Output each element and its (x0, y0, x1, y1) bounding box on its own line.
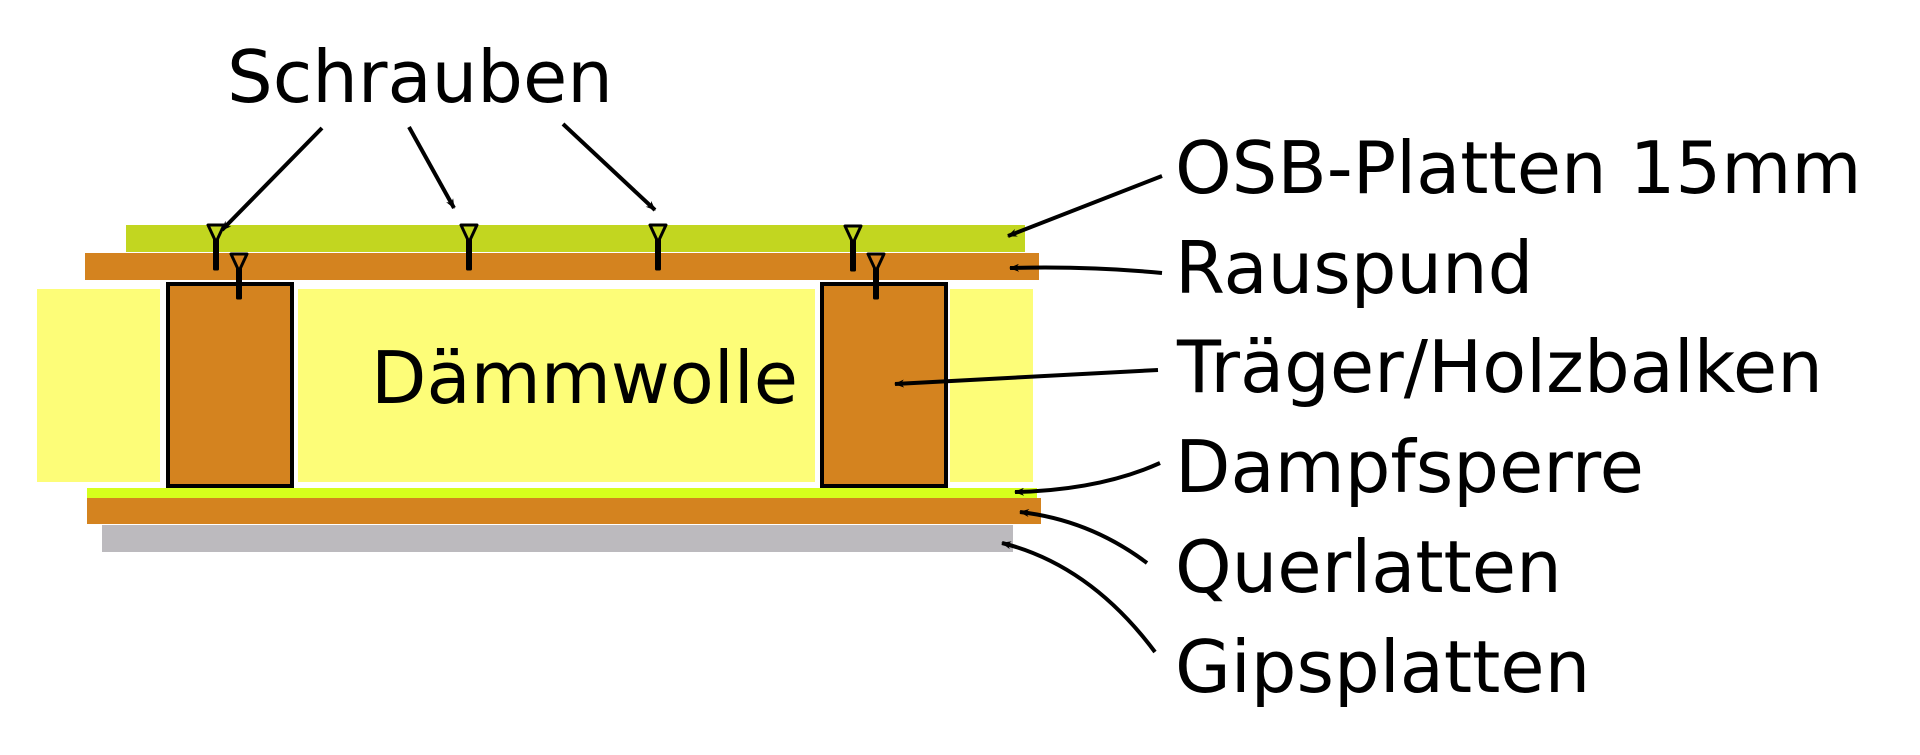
label-querlatten: Querlatten (1175, 525, 1562, 609)
screw-icon (866, 252, 886, 300)
arrow-screw-2 (407, 126, 456, 209)
screw-icon (459, 223, 479, 271)
arrow-screw-1 (220, 126, 324, 232)
arrow-rauspund (1009, 263, 1163, 275)
screw-icon (229, 252, 249, 300)
label-osb: OSB-Platten 15mm (1175, 126, 1861, 210)
label-dampfsperre: Dampfsperre (1175, 425, 1644, 509)
arrow-gipsplatten (1001, 541, 1157, 654)
arrow-osb (1007, 174, 1163, 238)
arrow-querlatten (1019, 509, 1149, 565)
label-gipsplatten: Gipsplatten (1175, 625, 1590, 709)
screws-label: Schrauben (227, 35, 613, 119)
label-rauspund: Rauspund (1175, 226, 1533, 310)
insulation-label: Dämmwolle (371, 336, 798, 420)
vapor-barrier (87, 488, 1037, 498)
osb-board (126, 225, 1025, 252)
label-traeger: Träger/Holzbalken (1176, 325, 1823, 409)
insulation-middle (298, 289, 815, 482)
arrow-traeger (894, 368, 1159, 388)
arrow-dampfsperre (1014, 461, 1161, 496)
rauspund-board (85, 253, 1039, 280)
gypsum-board (102, 525, 1013, 552)
insulation-left (37, 289, 160, 482)
beam-1 (166, 282, 294, 488)
screw-icon (843, 224, 863, 272)
arrow-screw-3 (561, 122, 657, 212)
screw-icon (648, 223, 668, 271)
insulation-right (950, 289, 1033, 482)
beam-2 (820, 282, 948, 488)
cross-battens (87, 498, 1041, 524)
